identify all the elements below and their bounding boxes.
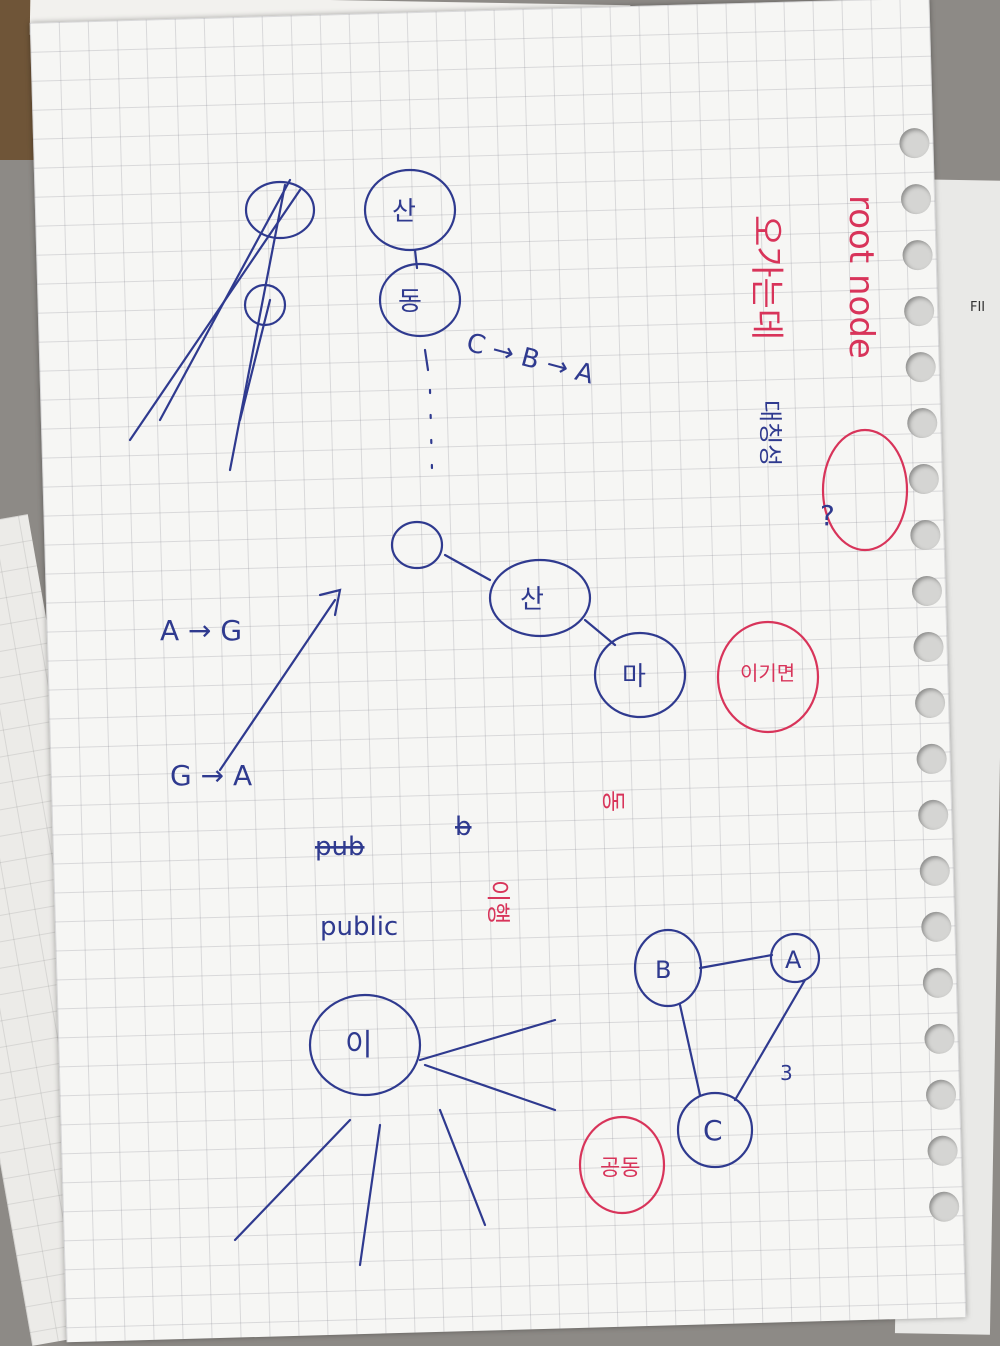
red-mid-text-2: 이행: [484, 880, 512, 924]
red-mid-text-1: 동: [599, 790, 627, 812]
node-second-label: 동: [398, 287, 422, 317]
root-node-text: root node: [841, 195, 881, 359]
struck-text-2: b: [455, 812, 472, 842]
node-circle-mid: [488, 558, 592, 638]
arrow-chain-text: C → B → A: [463, 328, 597, 391]
node-circle-small: [390, 520, 444, 570]
triangle-label-b: B: [655, 956, 671, 984]
red-circle-mid: [716, 620, 820, 734]
public-text: public: [320, 912, 398, 942]
node-circle-right: [593, 631, 687, 719]
triangle-label-a: A: [785, 946, 802, 974]
red-loop-question: ?: [820, 499, 835, 532]
node-mid-label: 산: [520, 585, 544, 615]
red-loop-top: [821, 428, 909, 552]
triangle-node-a: [769, 932, 821, 984]
korean-red-top-text: 오가는데: [746, 215, 786, 340]
arrow-g-to-a: G → A: [170, 759, 252, 792]
triangle-edge-label: 3: [780, 1061, 793, 1085]
node-top-label: 산: [392, 197, 416, 227]
struck-text-1: pub: [315, 832, 365, 862]
node-right-label: 마: [622, 662, 646, 692]
red-circle-bottom: [578, 1115, 666, 1215]
node-circle-top: [363, 168, 457, 252]
triangle-node-c: [676, 1091, 754, 1169]
center-node-label: 이: [345, 1028, 373, 1063]
korean-blue-top-text: 대칭성: [756, 400, 784, 466]
scribble-circle-top: [244, 180, 316, 240]
red-circle-bottom-text: 공동: [600, 1156, 640, 1181]
arrow-a-to-g: A → G: [160, 614, 242, 647]
background-sheet-label: FII: [970, 300, 986, 315]
red-circle-mid-text: 이기면: [740, 661, 795, 685]
node-circle-second: [378, 262, 462, 338]
center-node-circle: [308, 993, 422, 1097]
triangle-label-c: C: [703, 1114, 723, 1147]
